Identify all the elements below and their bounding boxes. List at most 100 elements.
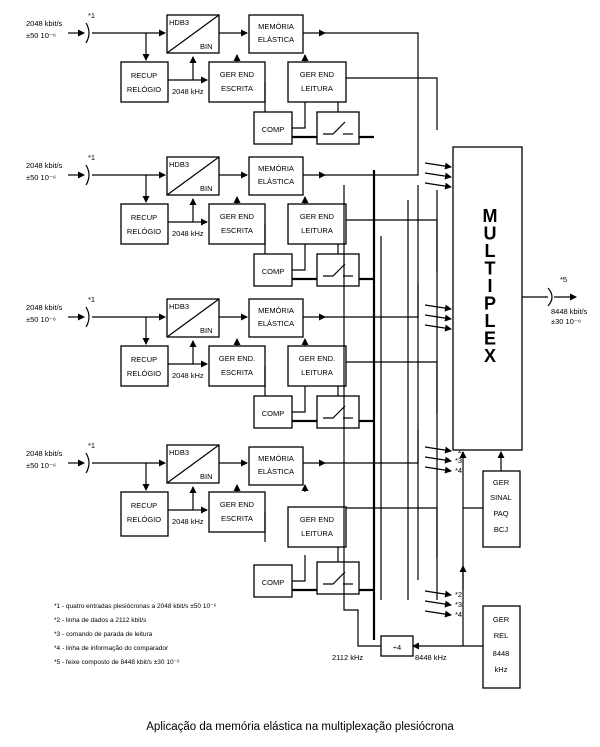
multiplex-block	[452, 146, 523, 451]
ch1-read-path	[346, 77, 438, 130]
ch1-memoria-elastica	[248, 14, 304, 54]
ch4-memoria-elastica	[248, 446, 304, 486]
ch1-switch-symbol-a	[323, 121, 346, 135]
ch4-read-path	[346, 507, 438, 558]
ch1-input-connector	[85, 22, 90, 44]
ch4-mux-in-label-3: *3	[455, 600, 462, 609]
ch2-read-line1: GER END	[300, 212, 335, 221]
ch4-mux-in-label-4: *4	[455, 610, 462, 619]
note-4: *4 - linha de informação do comparador	[54, 645, 169, 652]
ch1-comp-label: COMP	[262, 125, 285, 134]
note-1: *1 - quatro entradas plesiócronas a 2048…	[54, 603, 216, 610]
ch3-mem-data-path	[325, 284, 419, 318]
ger-sinal-line1: GER	[493, 478, 510, 487]
ch3-recup-relogio	[120, 345, 169, 387]
ch1-read-line2: LEITURA	[301, 84, 333, 93]
ch4-input-rate: 2048 kbit/s	[26, 449, 63, 458]
ch3-mux-in-3	[424, 456, 452, 464]
ch2-mem-line1: MEMÓRIA	[258, 164, 294, 173]
mux-letter-6: P	[484, 294, 496, 314]
ch4-clk-label: 2048 kHz	[172, 517, 204, 526]
ch3-write-line2: ESCRITA	[221, 368, 253, 377]
ch2-recup-relogio	[120, 203, 169, 245]
ch4-mux-in-2	[424, 590, 452, 598]
ch2-input-note: *1	[88, 153, 95, 162]
mux-letter-3: L	[485, 241, 496, 261]
ch3-mux-in-4	[424, 466, 452, 474]
ch1-write-line1: GER END	[220, 70, 255, 79]
mux-letter-5: I	[487, 276, 492, 296]
ch2-comp-block	[253, 253, 293, 287]
figure-caption: Aplicação da memória elástica na multipl…	[146, 721, 454, 733]
ch3-comp-label: COMP	[262, 409, 285, 418]
ch2-bin-label: BIN	[200, 184, 213, 193]
ch2-input-connector	[85, 164, 90, 186]
channel-4: 2048 kbit/s±50 10⁻⁶*1HDB3BINMEMÓRIAELÁST…	[26, 430, 462, 619]
ch4-ger-end-leitura	[287, 506, 347, 548]
ch4-recup-relogio	[120, 491, 169, 537]
ch4-input-tolerance: ±50 10⁻⁶	[26, 461, 56, 470]
ch1-read-line1: GER END	[300, 70, 335, 79]
ch4-comp-block	[253, 564, 293, 598]
mux-letter-9: X	[484, 346, 496, 366]
ch1-recup-line1: RECUP	[131, 71, 157, 80]
ch4-bin-label: BIN	[200, 472, 213, 481]
ch4-mux-in-3	[424, 600, 452, 608]
ger-rel-line3: 8448	[493, 649, 510, 658]
ch2-read-switch	[316, 253, 360, 287]
ch3-recup-line1: RECUP	[131, 355, 157, 364]
ch2-mux-in-3	[424, 314, 452, 322]
ch2-recup-line2: RELÓGIO	[127, 227, 161, 236]
ch4-comp-label: COMP	[262, 578, 285, 587]
ch4-hdb3-divider	[166, 444, 220, 484]
ch3-ger-end-escrita	[208, 345, 266, 387]
ch4-mux-in-4	[424, 610, 452, 618]
ch3-memoria-elastica	[248, 298, 304, 338]
ch4-hdb3-label: HDB3	[169, 448, 189, 457]
note-2: *2 - linha de dados a 2112 kbit/s	[54, 617, 147, 624]
divider-label: ÷4	[393, 643, 401, 652]
ch3-mem-line1: MEMÓRIA	[258, 306, 294, 315]
clk-2112-line	[343, 185, 381, 647]
ger-sinal-line4: BCJ	[494, 525, 508, 534]
ch2-input-rate: 2048 kbit/s	[26, 161, 63, 170]
ch4-mux-in-label-2: *2	[455, 590, 462, 599]
ch2-write-line1: GER END	[220, 212, 255, 221]
ger-rel-line1: GER	[493, 615, 510, 624]
ch4-switch-symbol-a	[323, 571, 346, 585]
ch1-read-switch	[316, 111, 360, 145]
ch2-hdb3-label: HDB3	[169, 160, 189, 169]
ch2-mux-in-4	[424, 324, 452, 332]
ch4-input-note: *1	[88, 441, 95, 450]
mux-letter-2: U	[484, 224, 497, 244]
ger-sinal-line3: PAQ	[493, 509, 508, 518]
ch1-write-line2: ESCRITA	[221, 84, 253, 93]
ch4-write-line2: ESCRITA	[221, 514, 253, 523]
ch1-bin-label: BIN	[200, 42, 213, 51]
output-rate: 8448 kbit/s	[551, 307, 588, 316]
ger-rel-block	[482, 605, 521, 689]
channel-2: 2048 kbit/s±50 10⁻⁶*1HDB3BINMEMÓRIAELÁST…	[26, 153, 462, 333]
ch1-input-rate: 2048 kbit/s	[26, 19, 63, 28]
ch1-mux-in-3	[424, 172, 452, 180]
note-5: *5 - feixe composto de 8448 kbit/s ±30 1…	[54, 659, 180, 666]
ch3-mux-in-2	[424, 446, 452, 454]
ch3-mem-line2: ELÁSTICA	[258, 319, 294, 328]
ch1-hdb3-label: HDB3	[169, 18, 189, 27]
ch3-bin-label: BIN	[200, 326, 213, 335]
ch3-recup-line2: RELÓGIO	[127, 369, 161, 378]
output-connector	[547, 287, 553, 307]
channel-1: 2048 kbit/s±50 10⁻⁶*1HDB3BINMEMÓRIAELÁST…	[26, 11, 462, 191]
ch1-recup-relogio	[120, 61, 169, 103]
ch4-read-line1: GER END	[300, 515, 335, 524]
ch4-comp-out	[292, 555, 306, 582]
note-3: *3 - comando de parada de leitura	[54, 631, 153, 638]
ch1-input-tolerance: ±50 10⁻⁶	[26, 31, 56, 40]
clk-2112-label: 2112 kHz	[332, 653, 363, 662]
ch1-ger-end-escrita	[208, 61, 266, 103]
channels: 2048 kbit/s±50 10⁻⁶*1HDB3BINMEMÓRIAELÁST…	[26, 11, 462, 619]
ch2-comp-out	[292, 244, 306, 271]
output-tolerance: ±30 10⁻⁶	[551, 317, 581, 326]
ch3-read-switch	[316, 395, 360, 429]
